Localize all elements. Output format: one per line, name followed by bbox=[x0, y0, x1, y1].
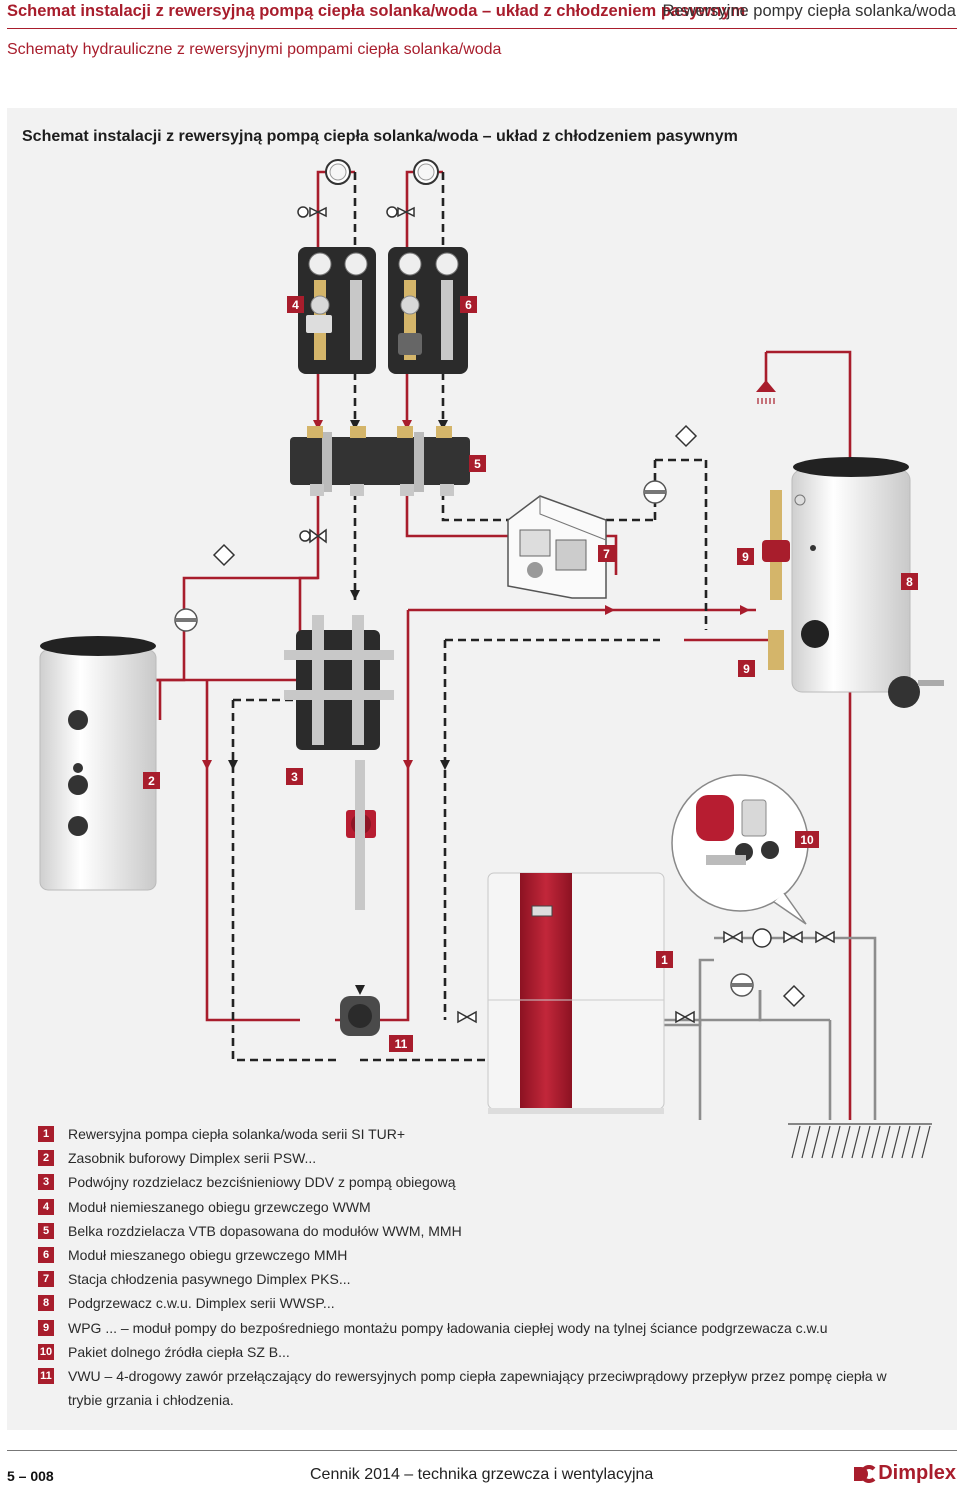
footer-caption: Cennik 2014 – technika grzewcza i wentyl… bbox=[310, 1466, 654, 1483]
flow-arrows-dark bbox=[228, 420, 450, 995]
ground-symbol bbox=[788, 1123, 932, 1159]
wpg-pump-modules bbox=[762, 490, 790, 670]
legend-text: Zasobnik buforowy Dimplex serii PSW... bbox=[68, 1150, 317, 1167]
header-left-title: Schemat instalacji z rewersyjną pompą ci… bbox=[7, 2, 746, 20]
legend-number: 11 bbox=[38, 1367, 54, 1384]
legend-item: 5 Belka rozdzielacza VTB dopasowana do m… bbox=[38, 1221, 898, 1245]
brine-valves bbox=[457, 928, 835, 1024]
legend-item: 2 Zasobnik buforowy Dimplex serii PSW... bbox=[38, 1148, 898, 1172]
tag-2: 2 bbox=[148, 774, 155, 788]
tag-10: 10 bbox=[800, 833, 814, 847]
legend-text: Belka rozdzielacza VTB dopasowana do mod… bbox=[68, 1222, 462, 1239]
legend-text: VWU – 4-drogowy zawór przełączający do r… bbox=[68, 1367, 887, 1408]
tag-11: 11 bbox=[395, 1037, 408, 1051]
module-wwm bbox=[298, 247, 376, 374]
heat-pump-si-tur bbox=[487, 872, 665, 1114]
header-divider bbox=[7, 28, 957, 29]
footer-divider bbox=[7, 1450, 957, 1451]
page-subtitle: Schematy hydrauliczne z rewersyjnymi pom… bbox=[7, 41, 502, 58]
tag-1: 1 bbox=[661, 953, 668, 967]
cooling-station-pks bbox=[507, 495, 607, 599]
legend-text: Podgrzewacz c.w.u. Dimplex serii WWSP... bbox=[68, 1295, 335, 1312]
legend-item: 3 Podwójny rozdzielacz bezciśnieniowy DD… bbox=[38, 1172, 898, 1196]
tag-8: 8 bbox=[906, 575, 913, 589]
legend-number: 8 bbox=[38, 1295, 54, 1312]
legend-item: 10 Pakiet dolnego źródła ciepła SZ B... bbox=[38, 1342, 898, 1366]
legend-text: Podwójny rozdzielacz bezciśnieniowy DDV … bbox=[68, 1174, 456, 1191]
legend-item: 4 Moduł niemieszanego obiegu grzewczego … bbox=[38, 1197, 898, 1221]
tag-5: 5 bbox=[474, 457, 481, 471]
thermometer-gauges bbox=[325, 159, 439, 185]
legend-text: Moduł niemieszanego obiegu grzewczego WW… bbox=[68, 1198, 371, 1215]
legend-number: 1 bbox=[38, 1126, 54, 1142]
header-right-title: Rewersyjne pompy ciepła solanka/woda bbox=[662, 2, 957, 20]
dimplex-logo-text: Dimplex bbox=[878, 1462, 956, 1484]
legend-item: 7 Stacja chłodzenia pasywnego Dimplex PK… bbox=[38, 1269, 898, 1293]
tag-7: 7 bbox=[603, 547, 610, 561]
distribution-bar-vtb bbox=[290, 426, 470, 496]
legend-item: 8 Podgrzewacz c.w.u. Dimplex serii WWSP.… bbox=[38, 1293, 898, 1317]
legend-item: 1 Rewersyjna pompa ciepła solanka/woda s… bbox=[38, 1124, 898, 1148]
legend-number: 9 bbox=[38, 1319, 54, 1336]
panel-title: Schemat instalacji z rewersyjną pompą ci… bbox=[22, 128, 738, 145]
dimplex-logo: Dimplex bbox=[852, 1462, 956, 1485]
dhw-cylinder-wwsp bbox=[791, 457, 944, 708]
brine-package-szb bbox=[671, 774, 809, 925]
legend-item: 11 VWU – 4-drogowy zawór przełączający d… bbox=[38, 1366, 898, 1414]
legend-number: 10 bbox=[38, 1343, 54, 1360]
tag-6: 6 bbox=[465, 298, 472, 312]
buffer-tank-psw bbox=[39, 636, 157, 891]
legend-text: Stacja chłodzenia pasywnego Dimplex PKS.… bbox=[68, 1271, 351, 1288]
shutoff-valves-top bbox=[297, 206, 415, 218]
number-tags: 4 6 5 7 9 8 9 2 3 10 1 11 bbox=[143, 296, 918, 1052]
shower-head bbox=[756, 380, 776, 404]
legend-number: 5 bbox=[38, 1222, 54, 1239]
tag-9a: 9 bbox=[742, 550, 749, 564]
legend-number: 2 bbox=[38, 1150, 54, 1167]
tag-9b: 9 bbox=[743, 662, 750, 676]
pipes-dark-dashed bbox=[231, 172, 708, 1062]
tag-3: 3 bbox=[291, 770, 298, 784]
motor-valve bbox=[299, 528, 327, 544]
legend-text: Moduł mieszanego obiegu grzewczego MMH bbox=[68, 1246, 348, 1263]
legend: 1 Rewersyjna pompa ciepła solanka/woda s… bbox=[38, 1124, 898, 1414]
dimplex-logo-icon bbox=[854, 1464, 876, 1483]
pipes-grey bbox=[640, 936, 877, 1120]
legend-text: Rewersyjna pompa ciepła solanka/woda ser… bbox=[68, 1126, 406, 1142]
four-way-valve-vwu bbox=[340, 996, 380, 1036]
module-mmh bbox=[388, 247, 468, 374]
legend-number: 4 bbox=[38, 1198, 54, 1215]
legend-item: 9 WPG ... – moduł pompy do bezpośrednieg… bbox=[38, 1318, 898, 1342]
legend-number: 3 bbox=[38, 1174, 54, 1191]
page-number: 5 – 008 bbox=[7, 1468, 54, 1484]
legend-number: 6 bbox=[38, 1246, 54, 1263]
safety-valves bbox=[212, 424, 806, 1008]
legend-item: 6 Moduł mieszanego obiegu grzewczego MMH bbox=[38, 1245, 898, 1269]
legend-text: Pakiet dolnego źródła ciepła SZ B... bbox=[68, 1343, 290, 1360]
tag-4: 4 bbox=[292, 298, 299, 312]
double-distributor-ddv bbox=[284, 615, 394, 910]
diagram-panel bbox=[7, 108, 957, 1430]
legend-number: 7 bbox=[38, 1271, 54, 1288]
expansion-vessels bbox=[174, 480, 754, 997]
flow-arrows bbox=[202, 420, 750, 770]
legend-text: WPG ... – moduł pompy do bezpośredniego … bbox=[68, 1319, 828, 1336]
